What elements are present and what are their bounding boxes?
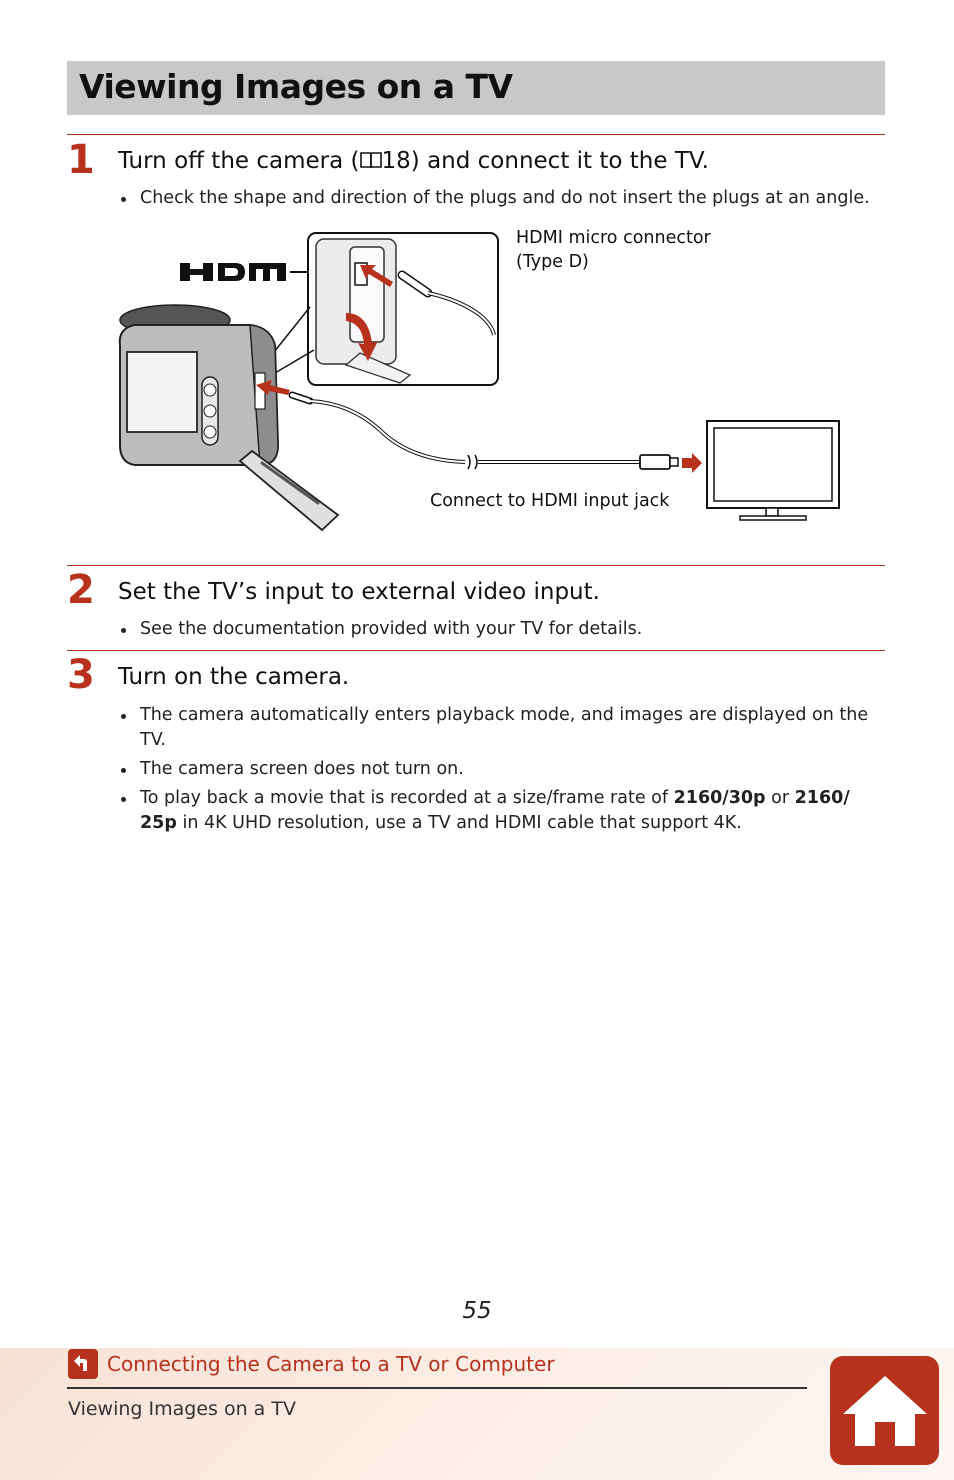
step-3-bullet-1: The camera automatically enters playback… bbox=[118, 703, 882, 753]
step-3-heading: Turn on the camera. bbox=[118, 664, 350, 690]
bullet-3-text-start: To play back a movie that is recorded at… bbox=[140, 788, 674, 808]
step-2-bullet: See the documentation provided with your… bbox=[118, 617, 882, 642]
hdmi-connection-figure bbox=[118, 232, 840, 532]
step-1-heading-text-end: ) and connect it to the TV. bbox=[410, 148, 709, 174]
camera-illustration bbox=[118, 304, 340, 532]
step-1-heading-text-start: Turn off the camera ( bbox=[118, 148, 360, 174]
insert-arrow-icon bbox=[360, 265, 393, 287]
step-2-heading: Set the TV’s input to external video inp… bbox=[118, 579, 600, 605]
frame-rate-2160-30p: 2160/30p bbox=[673, 788, 766, 808]
step-1-page-ref[interactable]: 18 bbox=[381, 148, 411, 174]
footer-band bbox=[0, 1348, 954, 1480]
step-1-number: 1 bbox=[67, 137, 95, 183]
bullet-3-text-mid: or bbox=[765, 788, 795, 808]
hdmi-plug-icon bbox=[639, 454, 671, 470]
section-divider-3 bbox=[67, 650, 885, 651]
camera-screen bbox=[126, 351, 198, 433]
frame-rate-2160-25p: 2160/ 25p bbox=[140, 788, 850, 833]
tv-arrow-icon bbox=[682, 453, 702, 473]
section-divider bbox=[67, 134, 885, 135]
step-3-bullet-3: To play back a movie that is recorded at… bbox=[118, 786, 882, 836]
step-2-number: 2 bbox=[67, 567, 95, 613]
book-reference-icon bbox=[359, 152, 382, 169]
insert-arrow-icon-2 bbox=[256, 380, 290, 395]
breadcrumb-link-text[interactable]: Connecting the Camera to a TV or Compute… bbox=[107, 1352, 555, 1376]
breadcrumb-link[interactable]: Connecting the Camera to a TV or Compute… bbox=[68, 1349, 555, 1379]
home-button[interactable] bbox=[830, 1356, 939, 1465]
footer-subtitle: Viewing Images on a TV bbox=[68, 1398, 296, 1420]
bullet-3-text-end: in 4K UHD resolution, use a TV and HDMI … bbox=[176, 813, 742, 833]
home-icon[interactable] bbox=[841, 1374, 929, 1448]
rotate-cover-arrow-icon bbox=[346, 313, 378, 361]
step-3-number: 3 bbox=[67, 652, 95, 698]
footer-divider bbox=[67, 1387, 807, 1389]
page-number: 55 bbox=[462, 1298, 492, 1324]
hdmi-logo-icon bbox=[180, 263, 286, 281]
back-arrow-icon[interactable] bbox=[68, 1349, 98, 1379]
tv-input-label: Connect to HDMI input jack bbox=[430, 491, 670, 511]
connector-label-line1: HDMI micro connector bbox=[516, 228, 711, 248]
step-1-bullet: Check the shape and direction of the plu… bbox=[118, 186, 882, 211]
step-1-heading: Turn off the camera ( 18) and connect it … bbox=[118, 147, 709, 175]
tv-icon bbox=[706, 420, 840, 521]
page-title-bar: Viewing Images on a TV bbox=[67, 61, 885, 115]
connector-label-line2: (Type D) bbox=[516, 252, 589, 272]
page-title: Viewing Images on a TV bbox=[79, 67, 513, 106]
step-3-bullet-2: The camera screen does not turn on. bbox=[118, 757, 882, 782]
section-divider-2 bbox=[67, 565, 885, 566]
